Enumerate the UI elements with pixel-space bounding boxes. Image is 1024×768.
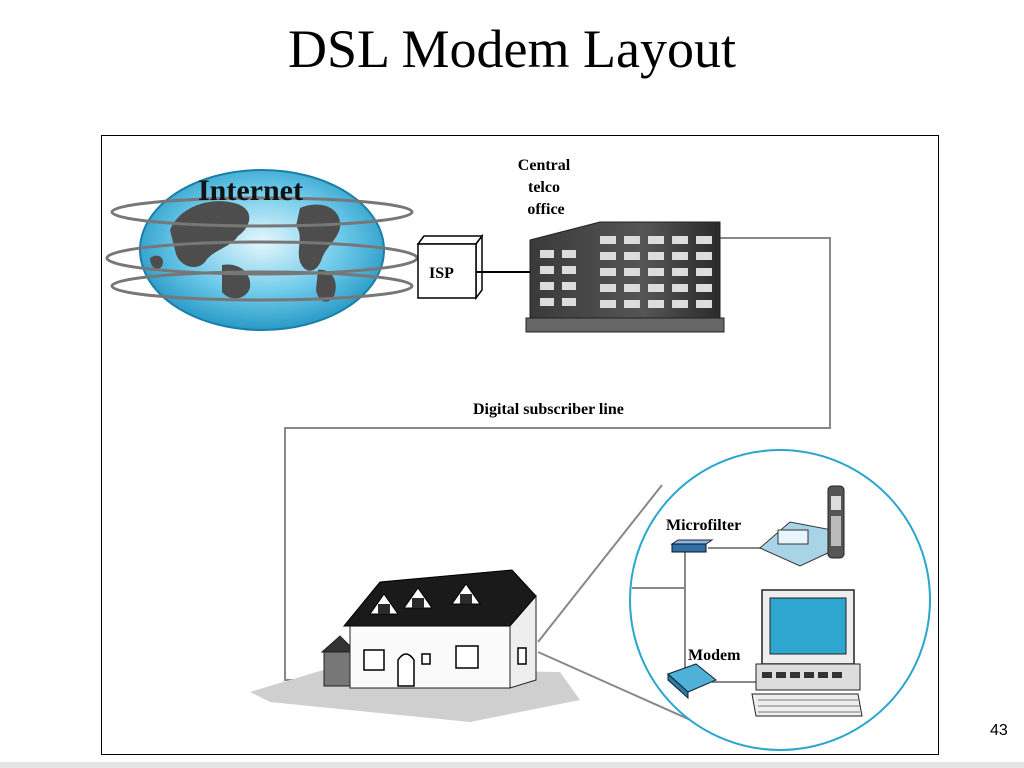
modem-device (667, 663, 717, 700)
dsl-line-label: Digital subscriber line (473, 401, 624, 418)
central-office-label: Central telco office (518, 157, 574, 218)
house (250, 569, 580, 722)
bottom-bar (0, 762, 1024, 768)
microfilter-label: Microfilter (666, 517, 741, 534)
slide-title: DSL Modem Layout (288, 19, 736, 79)
internet-label: Internet (198, 174, 303, 207)
telephone (759, 485, 845, 567)
central-office-building (525, 221, 725, 333)
computer (751, 589, 863, 717)
internet-globe (105, 169, 419, 331)
microfilter-device (670, 539, 714, 553)
isp-label: ISP (429, 265, 454, 282)
page-number: 43 (990, 722, 1008, 739)
modem-label: Modem (688, 647, 741, 664)
figure-frame (101, 135, 939, 755)
